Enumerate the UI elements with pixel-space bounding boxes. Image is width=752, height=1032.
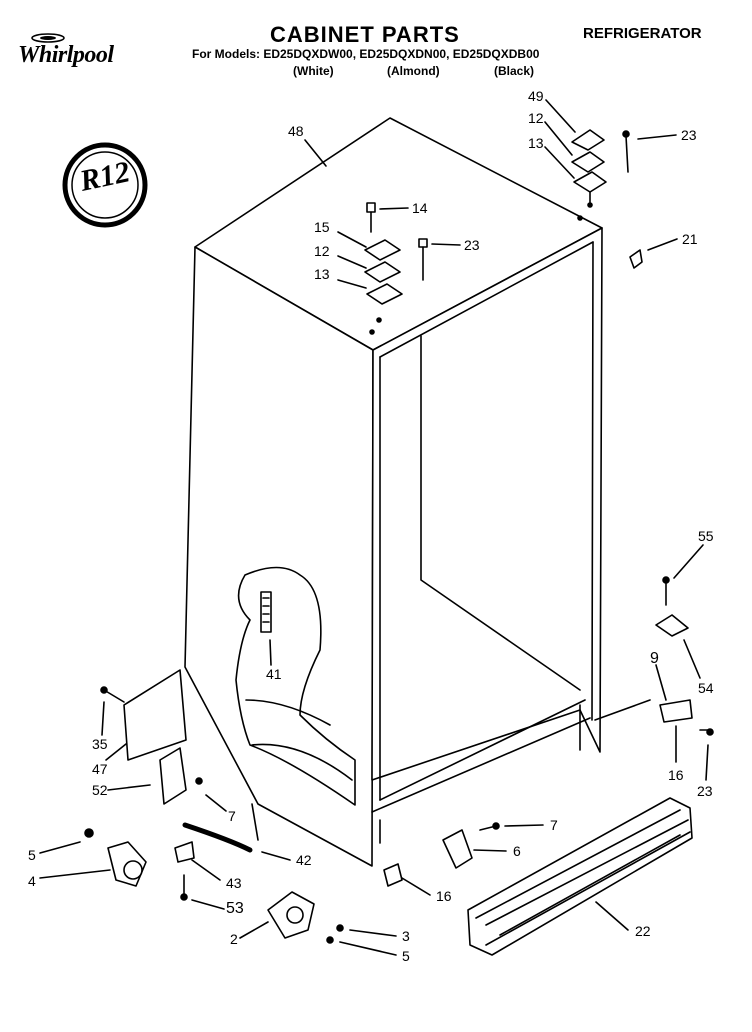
finish-almond: (Almond) <box>387 64 440 78</box>
callout-16-right: 16 <box>668 767 684 783</box>
callout-2: 2 <box>230 931 238 947</box>
models-line: For Models: ED25DQXDW00, ED25DQXDN00, ED… <box>192 47 540 61</box>
refrigerant-badge <box>60 140 150 230</box>
callout-49: 49 <box>528 88 544 104</box>
callout-6: 6 <box>513 843 521 859</box>
left-bracket <box>100 669 203 805</box>
lower-left-parts <box>84 822 344 944</box>
finish-white: (White) <box>293 64 334 78</box>
callout-47: 47 <box>92 761 108 777</box>
callout-35: 35 <box>92 736 108 752</box>
callout-5-lower: 5 <box>402 948 410 964</box>
callout-23-lower: 23 <box>697 783 713 799</box>
callout-42: 42 <box>296 852 312 868</box>
callout-41: 41 <box>266 666 282 682</box>
callout-53: 53 <box>226 900 244 917</box>
upper-hinge-set-right <box>571 129 630 221</box>
callout-12-lower: 12 <box>314 243 330 259</box>
callout-48: 48 <box>288 123 304 139</box>
callout-4: 4 <box>28 873 36 889</box>
leader-lines <box>39 99 709 956</box>
callout-13-upper: 13 <box>528 135 544 151</box>
callout-16-lower: 16 <box>436 888 452 904</box>
callout-43: 43 <box>226 875 242 891</box>
callout-5-left: 5 <box>28 847 36 863</box>
logo-swirl-icon <box>31 33 65 43</box>
callout-23-middle: 23 <box>464 237 480 253</box>
callout-9: 9 <box>650 650 659 667</box>
callout-7-left: 7 <box>228 808 236 824</box>
callout-21: 21 <box>682 231 698 247</box>
callout-3: 3 <box>402 928 410 944</box>
callout-54: 54 <box>698 680 714 696</box>
clip-part <box>629 249 643 269</box>
callout-12-upper: 12 <box>528 110 544 126</box>
callout-55: 55 <box>698 528 714 544</box>
badge-circle-icon <box>62 142 148 228</box>
cutaway-opening <box>235 566 356 806</box>
callout-15: 15 <box>314 219 330 235</box>
page-title: CABINET PARTS <box>270 22 460 47</box>
brand-name: Whirlpool <box>18 42 114 68</box>
callout-13-lower: 13 <box>314 266 330 282</box>
callout-23-upper: 23 <box>681 127 697 143</box>
callout-7-right: 7 <box>550 817 558 833</box>
callout-14: 14 <box>412 200 428 216</box>
right-side-hardware <box>655 576 714 736</box>
finish-black: (Black) <box>494 64 535 78</box>
category-label: REFRIGERATOR <box>583 25 702 42</box>
lower-center-parts <box>383 822 500 887</box>
cabinet-shell <box>184 117 651 867</box>
whirlpool-logo <box>12 30 162 80</box>
callout-22: 22 <box>635 923 651 939</box>
upper-hinge-set-left <box>364 202 428 335</box>
callout-52: 52 <box>92 782 108 798</box>
toe-grille <box>467 797 693 956</box>
